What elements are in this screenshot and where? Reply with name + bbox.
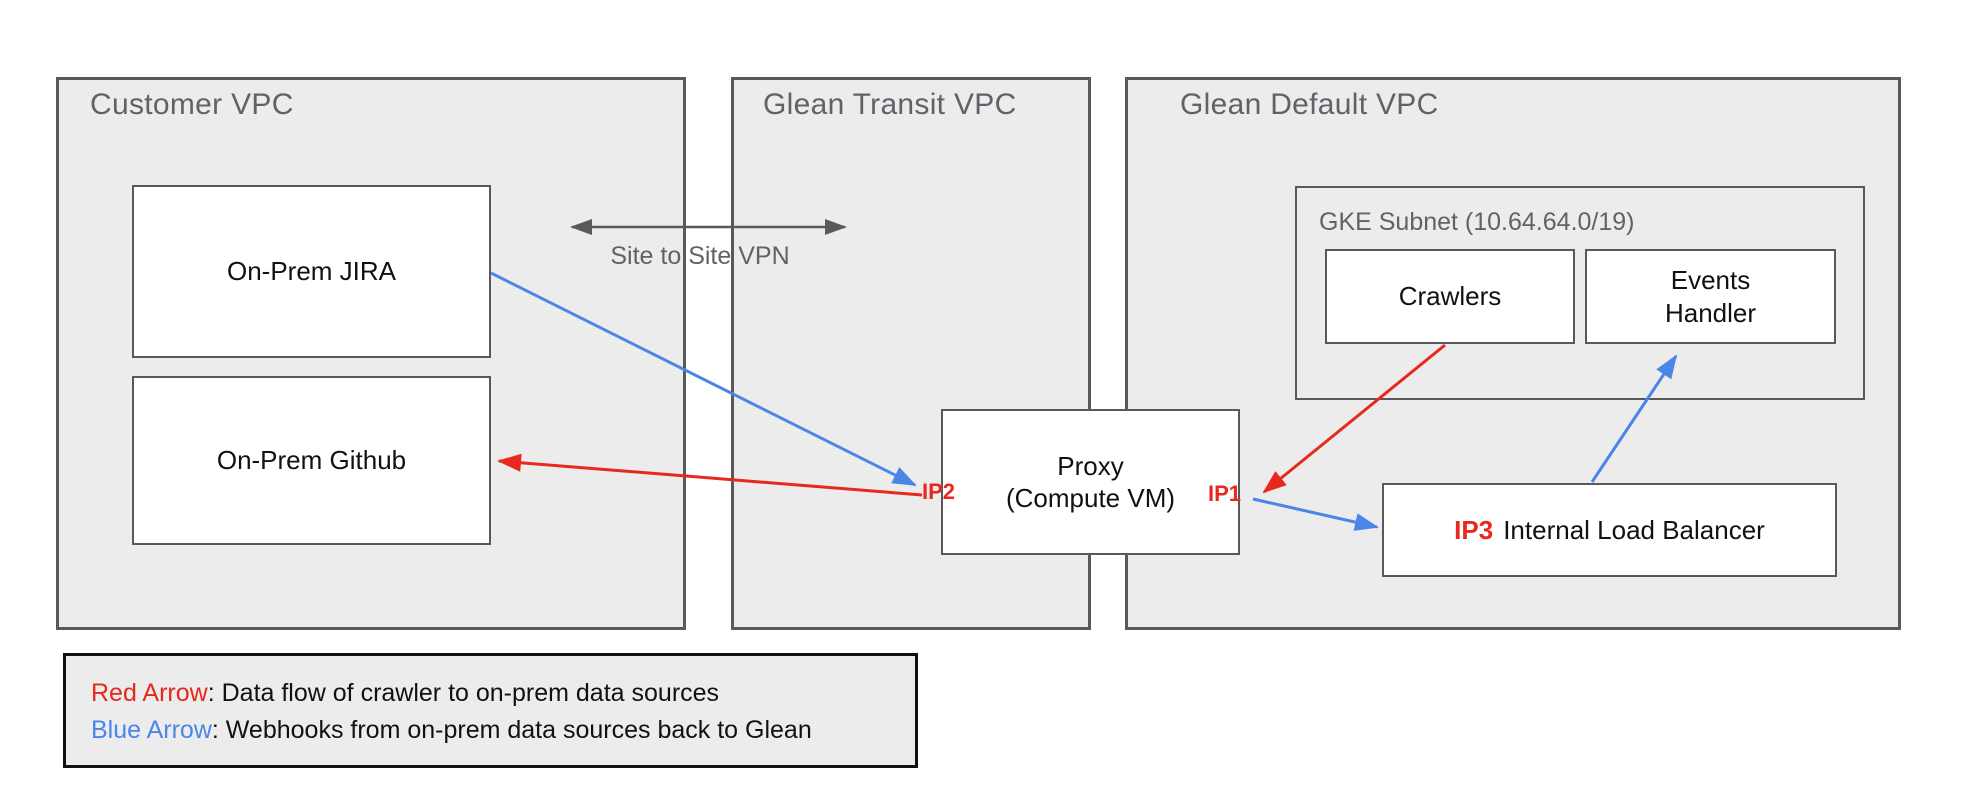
legend-red-arrow-term: Red Arrow — [91, 679, 208, 707]
legend-red-arrow-line: Red Arrow: Data flow of crawler to on-pr… — [91, 679, 719, 708]
ip1-label: IP1 — [1208, 481, 1242, 506]
internal-load-balancer-label: Internal Load Balancer — [1503, 514, 1765, 545]
proxy-label-line2: (Compute VM) — [1005, 483, 1176, 513]
on-prem-jira-label: On-Prem JIRA — [226, 256, 397, 287]
on-prem-github-label: On-Prem Github — [216, 445, 407, 476]
legend-blue-arrow-term: Blue Arrow — [91, 716, 212, 744]
proxy-compute-vm-node: Proxy (Compute VM) — [941, 409, 1240, 555]
ip3-label: IP3 — [1454, 514, 1494, 545]
customer-vpc-title: Customer VPC — [90, 88, 294, 121]
legend-blue-arrow-desc: : Webhooks from on-prem data sources bac… — [211, 716, 812, 744]
glean-default-vpc-title: Glean Default VPC — [1180, 88, 1439, 121]
events-handler-label-line2: Handler — [1664, 297, 1757, 328]
events-handler-node: Events Handler — [1585, 249, 1836, 344]
site-to-site-vpn-label: Site to Site VPN — [610, 242, 790, 270]
glean-transit-vpc-title: Glean Transit VPC — [763, 88, 1017, 121]
legend-red-arrow-desc: : Data flow of crawler to on-prem data s… — [207, 679, 720, 707]
crawlers-label: Crawlers — [1398, 281, 1502, 312]
ip2-label: IP2 — [922, 479, 956, 504]
legend-blue-arrow-line: Blue Arrow: Webhooks from on-prem data s… — [91, 716, 812, 745]
on-prem-jira-node: On-Prem JIRA — [132, 185, 491, 358]
gke-subnet-label: GKE Subnet (10.64.64.0/19) — [1319, 208, 1635, 236]
crawlers-node: Crawlers — [1325, 249, 1575, 344]
on-prem-github-node: On-Prem Github — [132, 376, 491, 545]
internal-load-balancer-node: IP3 Internal Load Balancer — [1382, 483, 1837, 577]
events-handler-label-line1: Events — [1670, 265, 1751, 295]
proxy-label-line1: Proxy — [1057, 450, 1124, 481]
legend-box: Red Arrow: Data flow of crawler to on-pr… — [63, 653, 918, 768]
